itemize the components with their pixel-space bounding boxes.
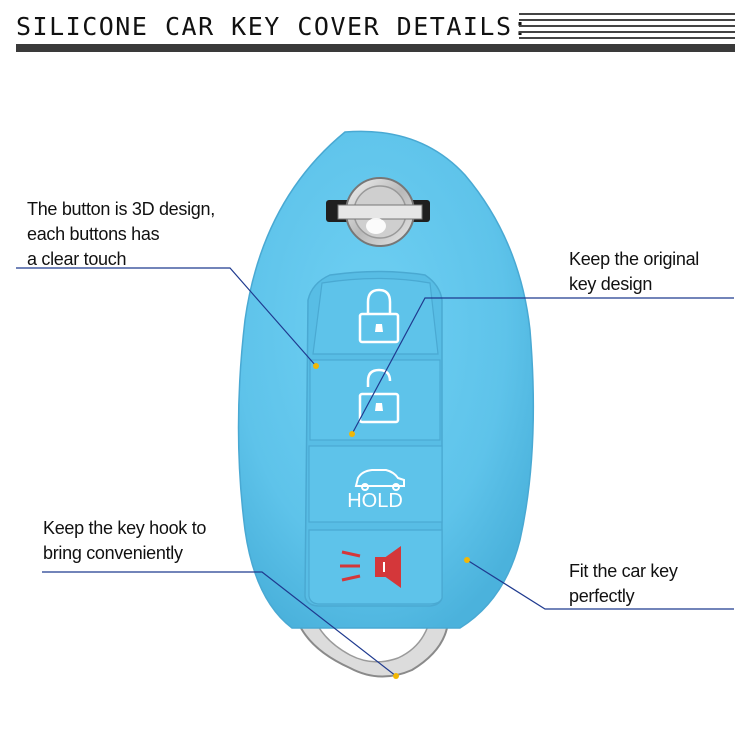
annotation-line: each buttons has — [27, 224, 160, 244]
leader-lines — [16, 267, 734, 677]
annotation-key-hook: Keep the key hook to bring conveniently — [43, 516, 206, 566]
annotation-line: Keep the original — [569, 249, 699, 269]
lock-icon — [358, 288, 400, 344]
trunk-icon — [354, 469, 405, 491]
annotation-line: Fit the car key — [569, 561, 678, 581]
annotation-button-3d: The button is 3D design, each buttons ha… — [27, 197, 215, 272]
anchor-dots — [313, 363, 470, 679]
annotation-line: a clear touch — [27, 249, 127, 269]
leader-line-original-design — [351, 297, 734, 435]
lock-button — [312, 277, 439, 355]
panic-horn-icon — [340, 546, 401, 588]
annotation-line: perfectly — [569, 586, 635, 606]
annotation-fit: Fit the car key perfectly — [569, 559, 678, 609]
leader-line-key-hook — [42, 571, 397, 677]
unlock-button — [309, 359, 441, 441]
anchor-dot-fit — [464, 557, 470, 563]
leader-line-button-3d — [16, 267, 317, 367]
header-stripes-decoration — [519, 13, 735, 41]
header-divider — [16, 44, 735, 52]
annotation-original-design: Keep the original key design — [569, 247, 699, 297]
trunk-button: HOLD — [308, 445, 443, 523]
panic-button — [308, 529, 443, 605]
annotation-line: The button is 3D design, — [27, 199, 215, 219]
annotation-line: bring conveniently — [43, 543, 183, 563]
annotation-line: key design — [569, 274, 653, 294]
leader-line-fit — [466, 559, 734, 610]
anchor-dot-key-hook — [393, 673, 399, 679]
key-hook — [296, 621, 450, 678]
anchor-dot-button-3d — [313, 363, 319, 369]
brand-emblem — [326, 177, 430, 247]
anchor-dot-original-design — [349, 431, 355, 437]
hold-label: HOLD — [347, 490, 403, 512]
unlock-icon — [358, 368, 400, 424]
annotation-line: Keep the key hook to — [43, 518, 207, 538]
page-title: SILICONE CAR KEY COVER DETAILS: — [16, 12, 530, 41]
